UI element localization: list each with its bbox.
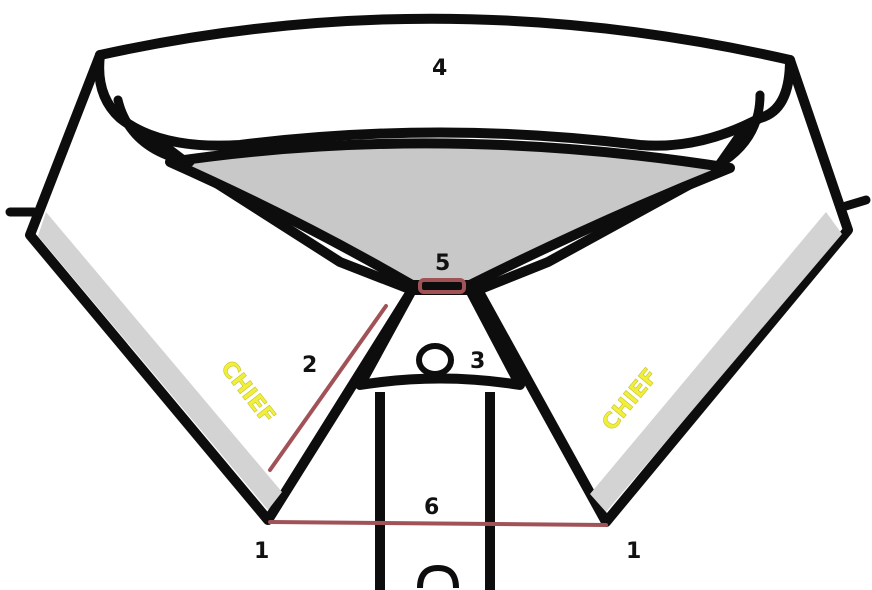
point-spread-measure-line — [270, 522, 606, 525]
collar-band — [99, 19, 790, 146]
right-shoulder-stub — [846, 200, 866, 206]
label-right-tip: 1 — [626, 539, 641, 564]
label-collar-edge: 2 — [302, 353, 317, 378]
label-left-tip: 1 — [254, 539, 269, 564]
lower-button — [420, 568, 456, 588]
label-collar-band: 4 — [432, 56, 447, 81]
label-point-spread: 6 — [424, 495, 439, 520]
label-top-button: 3 — [470, 349, 485, 374]
top-button — [419, 346, 451, 374]
label-neck-point: 5 — [435, 251, 450, 276]
